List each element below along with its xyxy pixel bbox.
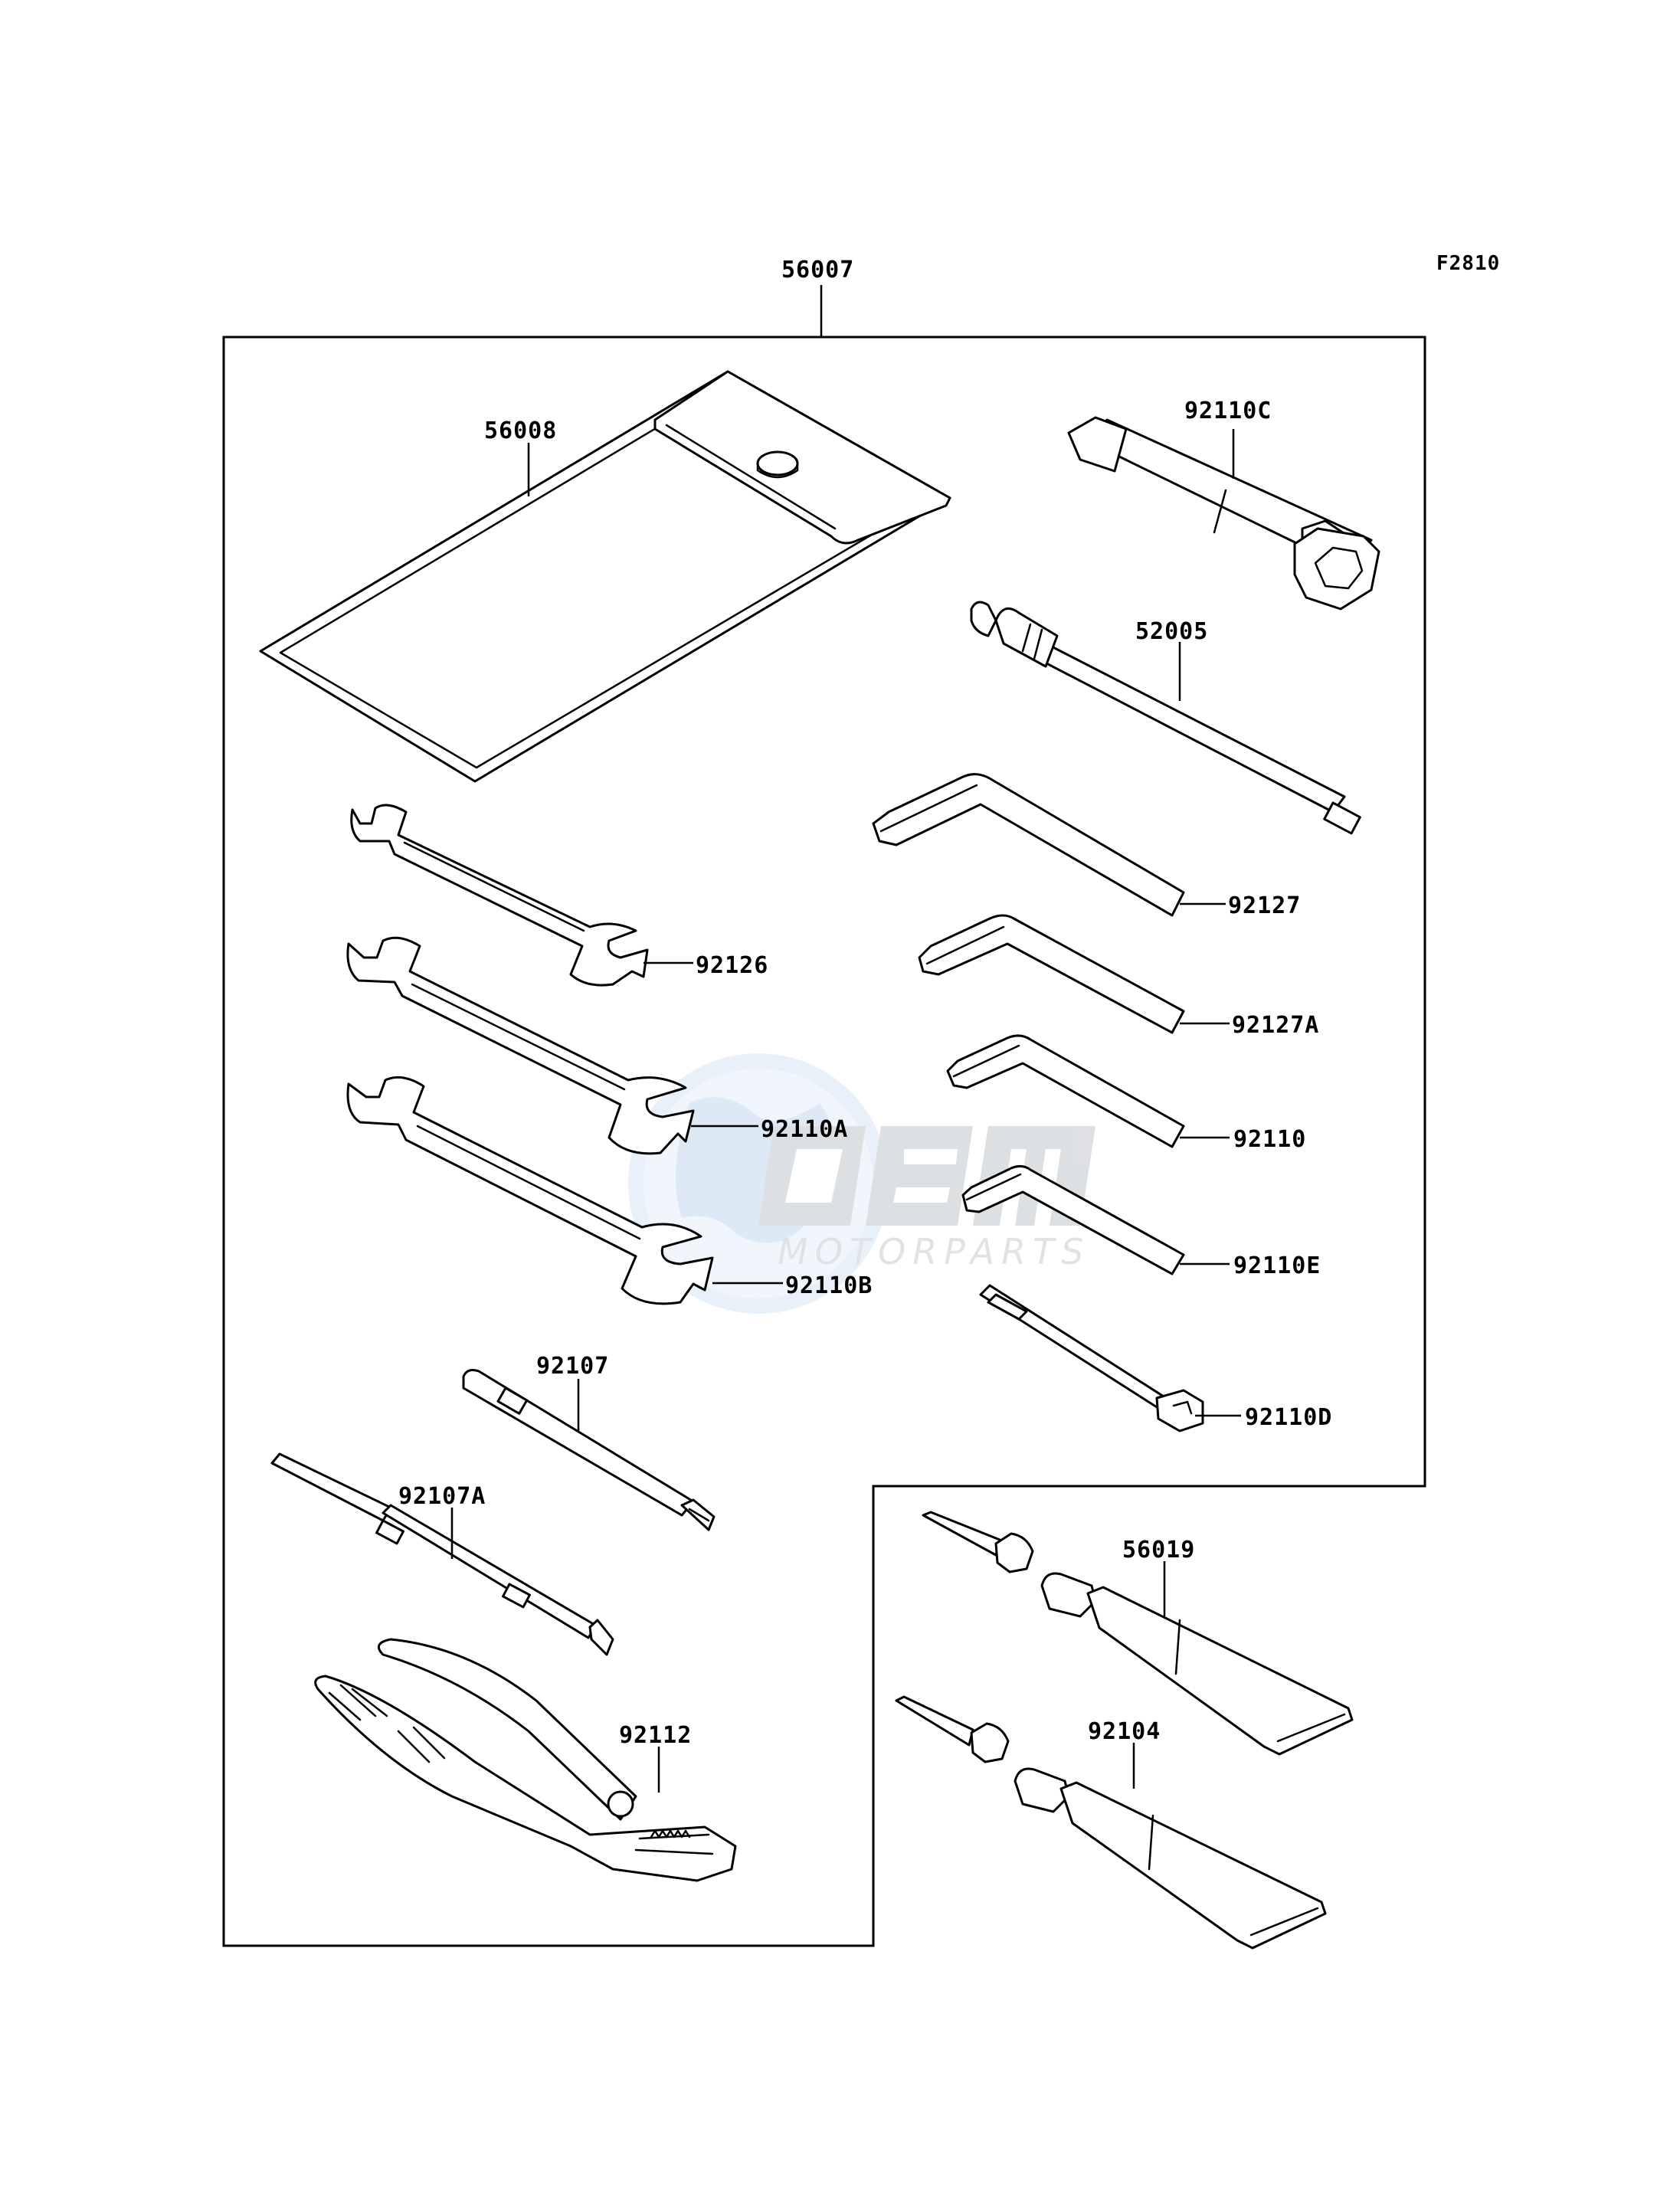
hex-key-92127A <box>918 914 1185 1034</box>
pliers <box>314 1638 737 1882</box>
label-92104: 92104 <box>1088 1718 1161 1745</box>
screwdriver-92107A <box>270 1452 614 1656</box>
label-92112: 92112 <box>619 1722 692 1749</box>
label-92126: 92126 <box>696 952 768 979</box>
kit-frame <box>222 336 1426 1947</box>
label-92110C: 92110C <box>1184 398 1272 424</box>
hex-key-92110E <box>961 1164 1185 1275</box>
plug-wrench <box>1067 416 1380 611</box>
label-92110: 92110 <box>1233 1126 1306 1153</box>
repair-tube-56019 <box>922 1511 1354 1756</box>
label-56007: 56007 <box>781 257 854 283</box>
wrench-92110A <box>346 936 695 1155</box>
label-92110D: 92110D <box>1245 1404 1332 1431</box>
label-92127: 92127 <box>1228 892 1301 919</box>
spoke-wrench <box>979 1284 1204 1432</box>
figure-id: F2810 <box>1436 252 1500 275</box>
hex-key-92110 <box>946 1034 1185 1148</box>
screwdriver-92107 <box>462 1369 716 1531</box>
label-56019: 56019 <box>1122 1537 1195 1563</box>
label-92110B: 92110B <box>785 1272 873 1299</box>
watermark-subtitle: MOTORPARTS <box>778 1231 1090 1272</box>
label-92127A: 92127A <box>1232 1012 1319 1039</box>
tool-bag <box>259 370 951 783</box>
wrench-92110B <box>346 1076 714 1305</box>
repair-tube-92104 <box>895 1695 1327 1950</box>
label-92110A: 92110A <box>761 1116 848 1143</box>
label-92110E: 92110E <box>1233 1252 1321 1279</box>
label-56008: 56008 <box>484 417 557 444</box>
label-52005: 52005 <box>1135 618 1208 645</box>
hex-key-92127 <box>872 773 1185 917</box>
wrench-92126 <box>350 804 649 987</box>
tire-pressure-gauge <box>970 601 1361 835</box>
label-92107: 92107 <box>536 1353 609 1380</box>
label-92107A: 92107A <box>398 1483 486 1510</box>
